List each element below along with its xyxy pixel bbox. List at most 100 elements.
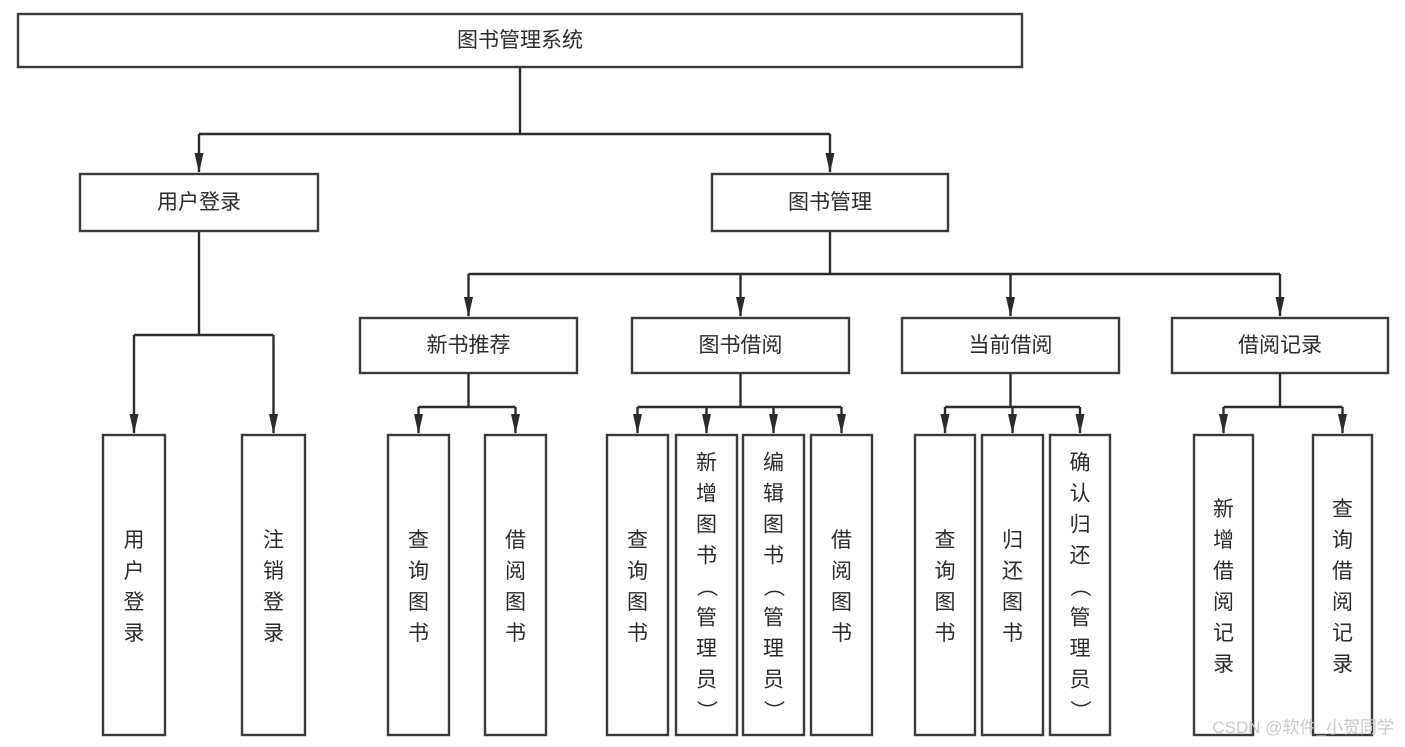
- node-label-leaf-add-book: （: [695, 576, 718, 597]
- node-new-book-rec[interactable]: 新书推荐: [358, 316, 579, 375]
- node-label-root: 图书管理系统: [457, 29, 583, 52]
- node-label-leaf-add-record: 借: [1213, 560, 1234, 583]
- node-label-leaf-confirm-return: ）: [1068, 700, 1091, 721]
- arrow-head-icon: [633, 414, 642, 434]
- node-book-borrow[interactable]: 图书借阅: [630, 316, 851, 375]
- node-label-leaf-query-book-3: 书: [935, 622, 956, 645]
- node-label-leaf-query-book-2: 图: [627, 591, 648, 614]
- node-book-manage[interactable]: 图书管理: [710, 172, 950, 233]
- node-label-leaf-query-book-3: 询: [935, 560, 956, 583]
- node-label-leaf-add-record: 录: [1213, 653, 1234, 676]
- node-box-current-borrow: [900, 316, 1121, 375]
- node-label-leaf-logout: 录: [263, 622, 284, 645]
- node-label-leaf-add-book: 图: [696, 514, 717, 537]
- node-label-leaf-logout: 注: [263, 529, 284, 552]
- node-box-leaf-query-book-1: [386, 433, 451, 737]
- node-label-leaf-add-book: 新: [696, 452, 717, 475]
- node-label-leaf-confirm-return: 管: [1070, 607, 1091, 630]
- node-label-new-book-rec: 新书推荐: [427, 334, 511, 357]
- node-label-leaf-add-record: 新: [1213, 498, 1234, 521]
- node-user-login[interactable]: 用户登录: [78, 172, 320, 233]
- arrow-head-icon: [1006, 297, 1015, 317]
- arrow-head-icon: [1275, 297, 1285, 317]
- node-leaf-user-login[interactable]: 用户登录: [101, 433, 167, 737]
- node-box-new-book-rec: [358, 316, 579, 375]
- node-label-leaf-query-book-1: 查: [408, 529, 429, 552]
- node-label-leaf-user-login: 户: [124, 560, 145, 583]
- node-box-leaf-borrow-book-2: [809, 433, 874, 737]
- arrow-head-icon: [129, 414, 139, 434]
- node-label-leaf-query-book-2: 询: [627, 560, 648, 583]
- node-label-leaf-add-record: 阅: [1213, 591, 1234, 614]
- node-label-leaf-query-record: 阅: [1332, 591, 1353, 614]
- node-label-leaf-edit-book: 员: [763, 669, 784, 692]
- node-borrow-record[interactable]: 借阅记录: [1170, 316, 1390, 375]
- node-box-root: [16, 12, 1024, 69]
- node-label-borrow-record: 借阅记录: [1238, 334, 1322, 357]
- node-label-leaf-borrow-book-2: 书: [831, 622, 852, 645]
- node-label-leaf-borrow-book-1: 阅: [505, 560, 526, 583]
- node-label-book-borrow: 图书借阅: [699, 334, 783, 357]
- node-label-leaf-return-book: 图: [1002, 591, 1023, 614]
- arrow-head-icon: [1219, 414, 1228, 434]
- arrow-head-icon: [769, 414, 778, 434]
- node-label-leaf-query-book-1: 书: [408, 622, 429, 645]
- arrow-head-icon: [194, 153, 204, 173]
- node-box-leaf-add-book: [674, 433, 739, 737]
- node-box-leaf-logout: [240, 433, 307, 737]
- node-box-leaf-query-book-3: [913, 433, 977, 737]
- node-current-borrow[interactable]: 当前借阅: [900, 316, 1121, 375]
- node-label-leaf-add-book: 员: [696, 669, 717, 692]
- node-label-leaf-add-book: 管: [696, 607, 717, 630]
- arrow-head-icon: [837, 414, 846, 434]
- node-label-user-login: 用户登录: [157, 191, 241, 214]
- node-label-leaf-return-book: 归: [1002, 529, 1023, 552]
- node-label-leaf-edit-book: 编: [763, 452, 784, 475]
- node-label-leaf-query-record: 借: [1332, 560, 1353, 583]
- node-box-leaf-return-book: [980, 433, 1045, 737]
- node-label-leaf-query-book-2: 书: [627, 622, 648, 645]
- node-label-leaf-confirm-return: 归: [1070, 514, 1091, 537]
- node-label-leaf-edit-book: （: [762, 576, 785, 597]
- arrow-head-icon: [414, 414, 423, 434]
- node-label-leaf-edit-book: 图: [763, 514, 784, 537]
- node-label-current-borrow: 当前借阅: [969, 334, 1053, 357]
- node-label-leaf-confirm-return: 认: [1070, 483, 1091, 506]
- node-label-leaf-edit-book: 辑: [763, 483, 784, 506]
- node-label-leaf-borrow-book-1: 图: [505, 591, 526, 614]
- node-label-leaf-borrow-book-1: 借: [505, 529, 526, 552]
- node-label-leaf-borrow-book-1: 书: [505, 622, 526, 645]
- node-label-leaf-query-book-2: 查: [627, 529, 648, 552]
- node-label-leaf-query-book-1: 询: [408, 560, 429, 583]
- node-box-borrow-record: [1170, 316, 1390, 375]
- arrow-head-icon: [1075, 414, 1085, 434]
- node-label-leaf-logout: 登: [263, 591, 284, 614]
- node-label-leaf-query-record: 录: [1332, 653, 1353, 676]
- node-box-user-login: [78, 172, 320, 233]
- node-root[interactable]: 图书管理系统: [16, 12, 1024, 69]
- node-label-leaf-add-book: 理: [696, 638, 717, 661]
- arrow-head-icon: [511, 414, 520, 434]
- node-label-leaf-user-login: 录: [124, 622, 145, 645]
- node-label-leaf-edit-book: 管: [763, 607, 784, 630]
- node-label-leaf-confirm-return: 还: [1070, 545, 1091, 568]
- node-label-leaf-add-record: 增: [1213, 529, 1234, 552]
- node-box-leaf-query-book-2: [605, 433, 670, 737]
- node-label-leaf-query-record: 记: [1332, 622, 1353, 645]
- arrow-head-icon: [702, 414, 711, 434]
- node-label-leaf-confirm-return: 员: [1070, 669, 1091, 692]
- node-box-book-borrow: [630, 316, 851, 375]
